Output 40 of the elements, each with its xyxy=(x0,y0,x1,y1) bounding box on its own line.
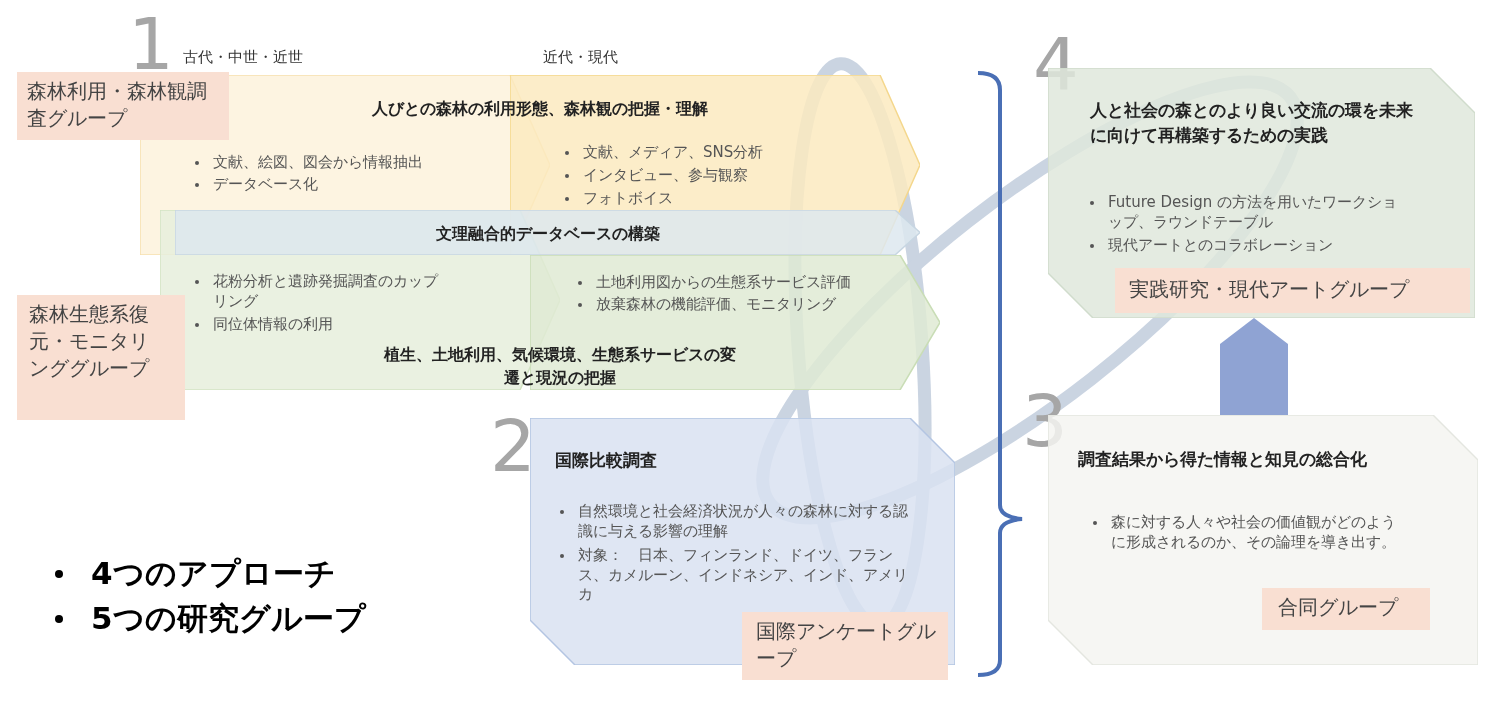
group-label xyxy=(17,72,229,140)
group-name: 森林利用・森林観調査グループ xyxy=(27,78,208,132)
group-name: 森林生態系復元・モニタリンググループ xyxy=(29,301,151,382)
step-number: 4 xyxy=(1033,28,1080,100)
list-item-text: 現代アートとのコラボレーション xyxy=(1108,236,1333,256)
list-item-text: データベース化 xyxy=(213,175,318,195)
list-item-text: 同位体情報の利用 xyxy=(213,315,333,335)
arrow-band xyxy=(175,210,920,255)
group-name: 実践研究・現代アートグループ xyxy=(1129,276,1411,303)
list-item-text: 土地利用図からの生態系サービス評価 xyxy=(596,273,851,293)
heading-text: 調査結果から得た情報と知見の総合化 xyxy=(1078,448,1368,471)
list-item-text: 森に対する人々や社会の価値観がどのように形成されるのか、その論理を導き出す。 xyxy=(1111,513,1397,552)
list-item-text: Future Design の方法を用いたワークショップ、ラウンドテーブル xyxy=(1108,193,1399,232)
list-item-text: 文献、メディア、SNS分析 xyxy=(583,143,764,163)
group-label xyxy=(1262,588,1430,630)
step-number: 2 xyxy=(490,410,537,482)
heading-text: 人びとの森林の利用形態、森林観の把握・理解 xyxy=(371,98,709,120)
step-number: 1 xyxy=(128,8,174,80)
summary-text: 4つのアプローチ xyxy=(91,555,336,593)
block-arrow xyxy=(1220,318,1288,415)
group-label xyxy=(742,612,948,680)
list-item-text: 文献、絵図、図会から情報抽出 xyxy=(213,153,423,173)
heading-text: 国際比較調査 xyxy=(555,449,658,472)
list-item-text: フォトボイス xyxy=(583,189,673,209)
heading-text: 文理融合的データベースの構築 xyxy=(434,223,661,245)
group-name: 合同グループ xyxy=(1278,594,1400,621)
list-item-text: 放棄森林の機能評価、モニタリング xyxy=(596,295,836,315)
step-number: 3 xyxy=(1022,385,1069,457)
list-item-text: 対象： 日本、フィンランド、ドイツ、フランス、カメルーン、インドネシア、インド、アメリカ xyxy=(578,546,909,605)
period-label: 古代・中世・近世 xyxy=(183,47,304,68)
group-label xyxy=(1115,268,1470,313)
summary-text: 5つの研究グループ xyxy=(91,600,366,638)
list-item-text: インタビュー、参与観察 xyxy=(583,166,748,186)
group-label xyxy=(17,295,185,420)
heading-text: 人と社会の森とのより良い交流の環を未来に向けて再構築するための実践 xyxy=(1090,99,1414,147)
list-item-text: 花粉分析と遺跡発掘調査のカップリング xyxy=(213,272,440,311)
period-label: 近代・現代 xyxy=(543,47,619,68)
list-item-text: 自然環境と社会経済状況が人々の森林に対する認識に与える影響の理解 xyxy=(578,502,909,541)
group-name: 国際アンケートグループ xyxy=(756,618,936,672)
heading-text: 植生、土地利用、気候環境、生態系サービスの変遷と現況の把握 xyxy=(383,344,737,390)
